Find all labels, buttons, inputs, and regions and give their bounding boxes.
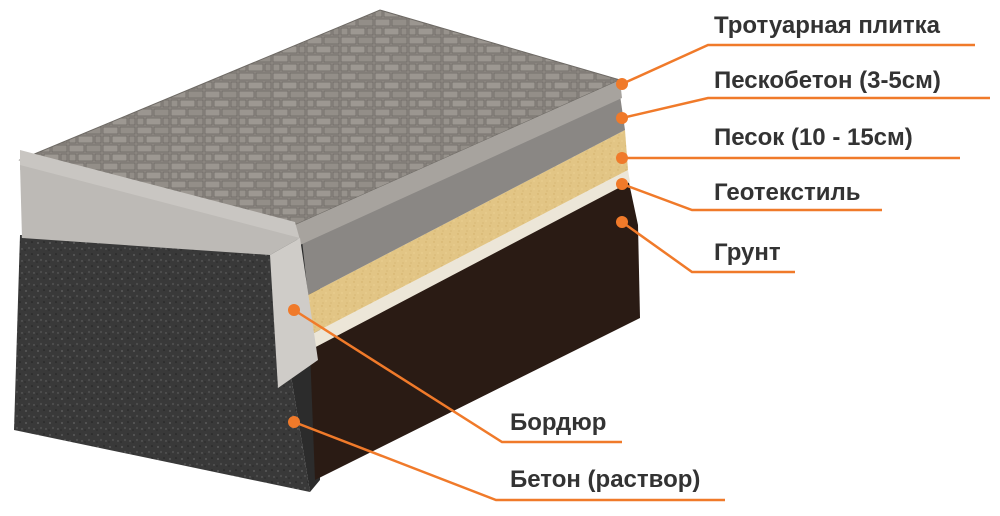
leader-soil — [621, 220, 795, 274]
marker-dot-geotextile — [616, 178, 628, 190]
leader-paving-tile — [621, 43, 975, 86]
marker-dot-paving-tile — [616, 78, 628, 90]
soil-layer — [310, 178, 640, 480]
leader-curb — [293, 308, 622, 444]
leader-geotextile — [621, 182, 882, 212]
paving-tile-front-edge — [295, 80, 622, 245]
marker-dot-soil — [616, 216, 628, 228]
label-concrete: Бетон (раствор) — [510, 466, 700, 493]
label-soil: Грунт — [714, 239, 781, 266]
marker-dot-curb — [288, 304, 300, 316]
geotextile-layer — [310, 170, 630, 350]
marker-dot-sand — [616, 152, 628, 164]
marker-dot-concrete — [288, 416, 300, 428]
label-sand-cement: Пескобетон (3-5см) — [714, 67, 941, 94]
curb-front — [20, 165, 300, 255]
label-curb: Бордюр — [510, 409, 606, 436]
label-geotextile: Геотекстиль — [714, 179, 860, 206]
curb-top — [20, 150, 300, 240]
sand-layer — [308, 130, 628, 335]
leader-sand-cement — [621, 96, 990, 120]
sand-cement-layer — [302, 95, 625, 295]
marker-dot-sand-cement — [616, 112, 628, 124]
label-sand: Песок (10 - 15см) — [714, 124, 913, 151]
leader-concrete — [293, 420, 725, 502]
concrete-base — [14, 235, 310, 492]
label-paving-tile: Тротуарная плитка — [714, 12, 941, 39]
